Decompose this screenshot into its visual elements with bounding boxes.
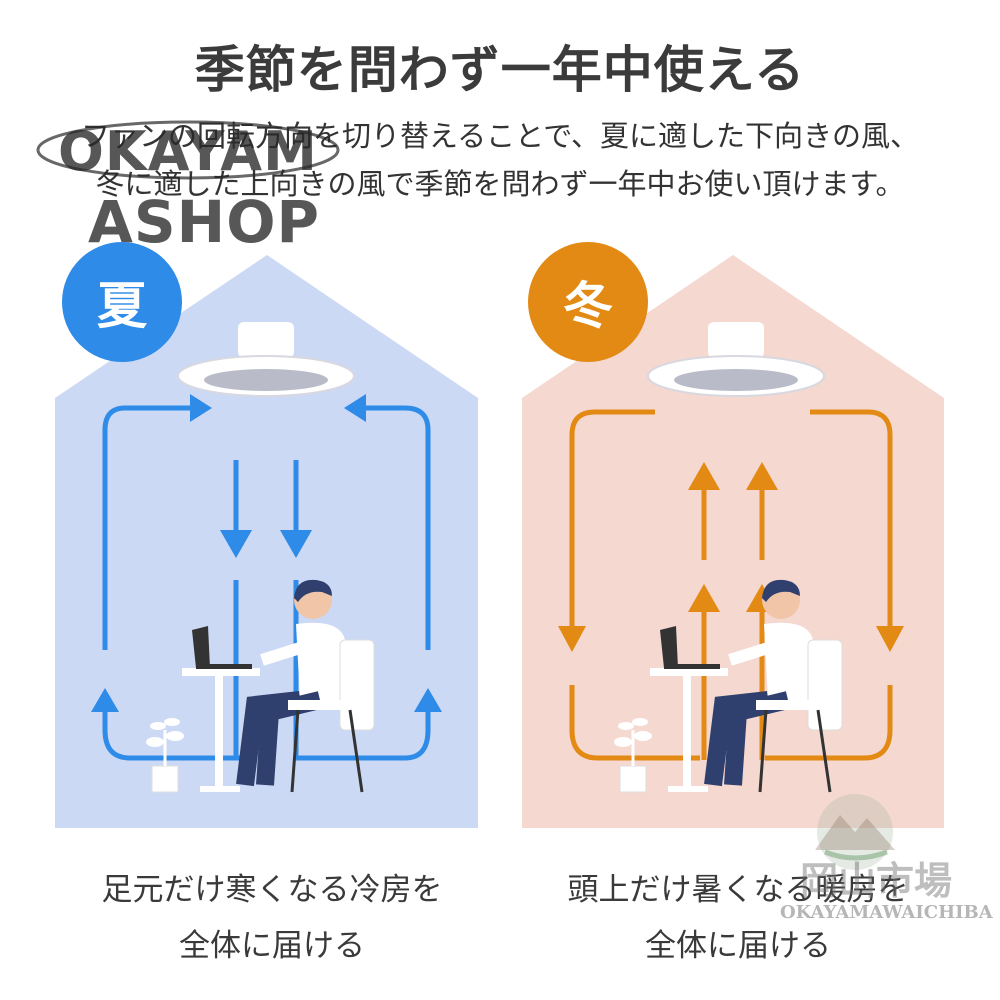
potted-plant-icon: [146, 718, 184, 793]
summer-caption-line-1: 足元だけ寒くなる冷房を: [101, 872, 443, 908]
ceiling-fan-icon: [647, 322, 825, 397]
airflow-arrow-icon: [746, 462, 778, 490]
airflow-arrow-icon: [102, 405, 190, 650]
summer-caption-line-2: 全体に届ける: [179, 928, 365, 964]
airflow-arrow-icon: [295, 700, 431, 761]
airflow-arrow-icon: [688, 462, 720, 490]
airflow-arrow-icon: [876, 626, 904, 652]
winter-caption-line-1: 頭上だけ暑くなる暖房を: [567, 872, 909, 908]
potted-plant-icon: [614, 718, 652, 793]
airflow-arrow-icon: [91, 688, 119, 712]
person-at-laptop-icon: [236, 579, 375, 793]
person-at-laptop-icon: [704, 579, 843, 793]
airflow-arrow-icon: [558, 626, 586, 652]
airflow-arrow-icon: [414, 688, 442, 712]
airflow-arrow-icon: [569, 409, 655, 630]
ceiling-fan-icon: [177, 322, 355, 397]
winter-badge: 冬: [528, 242, 648, 362]
airflow-arrow-icon: [102, 700, 240, 761]
airflow-arrow-icon: [810, 409, 893, 630]
winter-caption: 頭上だけ暑くなる暖房を 全体に届ける: [518, 862, 958, 974]
page-title: 季節を問わず一年中使える: [194, 41, 806, 99]
winter-house: [522, 255, 944, 828]
summer-badge: 夏: [62, 242, 182, 362]
summer-house: [55, 255, 478, 828]
airflow-arrow-icon: [365, 405, 431, 650]
airflow-arrow-icon: [220, 530, 252, 558]
airflow-arrow-icon: [190, 394, 212, 422]
summer-caption: 足元だけ寒くなる冷房を 全体に届ける: [52, 862, 492, 974]
winter-caption-line-2: 全体に届ける: [645, 928, 831, 964]
airflow-arrow-icon: [344, 394, 366, 422]
airflow-arrow-icon: [688, 584, 720, 612]
airflow-arrow-icon: [280, 530, 312, 558]
